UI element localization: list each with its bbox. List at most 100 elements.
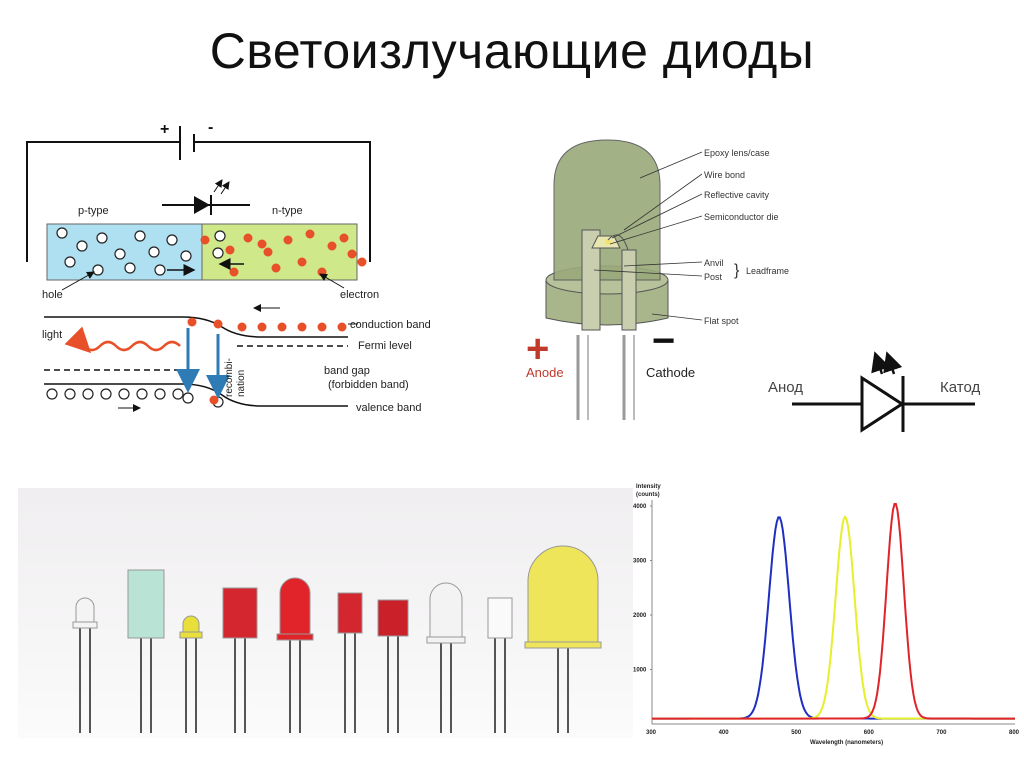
led-flange — [72, 621, 98, 629]
y-tick-label: 1000 — [633, 668, 647, 674]
electron-dot — [339, 233, 349, 243]
cathode-minus: − — [652, 319, 675, 363]
wire-bond — [607, 234, 629, 251]
valence-hole — [118, 388, 130, 400]
n-region — [201, 223, 358, 281]
led-schematic-symbol: Анод Катод — [768, 351, 980, 433]
hole-dot — [76, 240, 88, 252]
recombined-electron — [209, 395, 219, 405]
band-carriers — [46, 317, 347, 408]
spectrum-series-line — [652, 503, 1015, 720]
hole-dot — [148, 246, 160, 258]
leadframe-brace: } — [734, 262, 740, 279]
valence-hole — [172, 388, 184, 400]
conduction-band-label: conduction band — [350, 319, 431, 331]
hole-dot — [124, 262, 136, 274]
electron-dot — [263, 247, 273, 257]
diode-emission-arrow-2 — [220, 181, 230, 195]
circuit-wire — [26, 141, 371, 262]
chart-xlabel: Wavelength (nanometers) — [810, 740, 883, 746]
led-body — [279, 577, 311, 639]
led-epoxy-lens — [553, 139, 661, 281]
diode-emission-arrow-1 — [213, 179, 223, 193]
valence-band-label: valence band — [356, 402, 421, 414]
leds-photo — [18, 488, 633, 738]
hole-dot — [214, 230, 226, 242]
y-tick-label: 3000 — [633, 559, 647, 565]
anvil-label: Anvil — [704, 258, 724, 268]
led-flange — [276, 633, 314, 641]
x-tick-label: 700 — [936, 730, 947, 736]
led-body — [127, 569, 165, 639]
semiconductor-die — [605, 239, 611, 245]
hole-dot — [134, 230, 146, 242]
electron-dot — [357, 257, 367, 267]
led-callouts — [593, 151, 703, 321]
conduction-electron — [277, 322, 287, 332]
conduction-band-line — [44, 316, 348, 338]
valence-hole — [46, 388, 58, 400]
epoxy-label: Epoxy lens/case — [704, 148, 770, 158]
fermi-level-label: Fermi level — [358, 340, 412, 352]
conduction-electron — [187, 317, 197, 327]
anode-label: Anode — [526, 365, 564, 380]
p-type-label: p-type — [78, 205, 109, 217]
spectrum-series-line — [652, 514, 1015, 720]
electron-dot — [200, 235, 210, 245]
led-body — [429, 582, 463, 642]
valence-hole — [182, 392, 194, 404]
hole-label: hole — [42, 289, 63, 301]
led-flange — [524, 641, 602, 649]
electron-dot — [297, 257, 307, 267]
n-type-label: n-type — [272, 205, 303, 217]
led-flange — [426, 636, 466, 644]
electron-dot — [271, 263, 281, 273]
hole-dot — [96, 232, 108, 244]
led-body — [75, 597, 95, 627]
electron-label: electron — [340, 289, 379, 301]
flat-spot-label: Flat spot — [704, 316, 739, 326]
anvil-post-frame — [581, 229, 601, 331]
conduction-electron — [337, 322, 347, 332]
diode-symbol-triangle — [194, 196, 210, 214]
electron-dot — [257, 239, 267, 249]
wire-bond-label: Wire bond — [704, 170, 745, 180]
pn-junction-diagram: + - p-type n-type hole electron recombi-… — [26, 119, 431, 414]
cathode-label: Cathode — [646, 365, 695, 380]
cathode-ru-label: Катод — [940, 379, 980, 396]
y-tick-label: 2000 — [633, 613, 647, 619]
battery-minus: - — [208, 119, 213, 136]
valence-hole — [154, 388, 166, 400]
led-body — [222, 587, 258, 639]
valence-hole — [64, 388, 76, 400]
chart-ylabel-2: (counts) — [636, 492, 660, 498]
band-gap-label: band gap — [324, 365, 370, 377]
led-body — [377, 599, 409, 637]
valence-hole — [82, 388, 94, 400]
chart-ylabel-1: Intensity — [636, 484, 661, 490]
hole-dot — [180, 250, 192, 262]
electron-dot — [305, 229, 315, 239]
leadframe-label: Leadframe — [746, 266, 789, 276]
reflective-cavity-label: Reflective cavity — [704, 190, 770, 200]
light-wave — [64, 326, 181, 354]
light-label: light — [42, 329, 62, 341]
led-body — [487, 597, 513, 639]
x-tick-label: 500 — [791, 730, 802, 736]
recombination-label-1: recombi- — [224, 358, 235, 397]
hole-dot — [56, 227, 68, 239]
chart-series — [652, 503, 1015, 720]
recombination-label-2: nation — [236, 370, 247, 397]
y-tick-label: 4000 — [633, 504, 647, 510]
electron-dot — [347, 249, 357, 259]
hole-dot — [64, 256, 76, 268]
anode-ru-label: Анод — [768, 379, 803, 396]
conduction-electron — [237, 322, 247, 332]
valence-hole — [100, 388, 112, 400]
led-structure-diagram: Epoxy lens/case Wire bond Reflective cav… — [526, 139, 789, 420]
hole-dot — [114, 248, 126, 260]
conduction-electron — [257, 322, 267, 332]
x-tick-label: 400 — [719, 730, 730, 736]
